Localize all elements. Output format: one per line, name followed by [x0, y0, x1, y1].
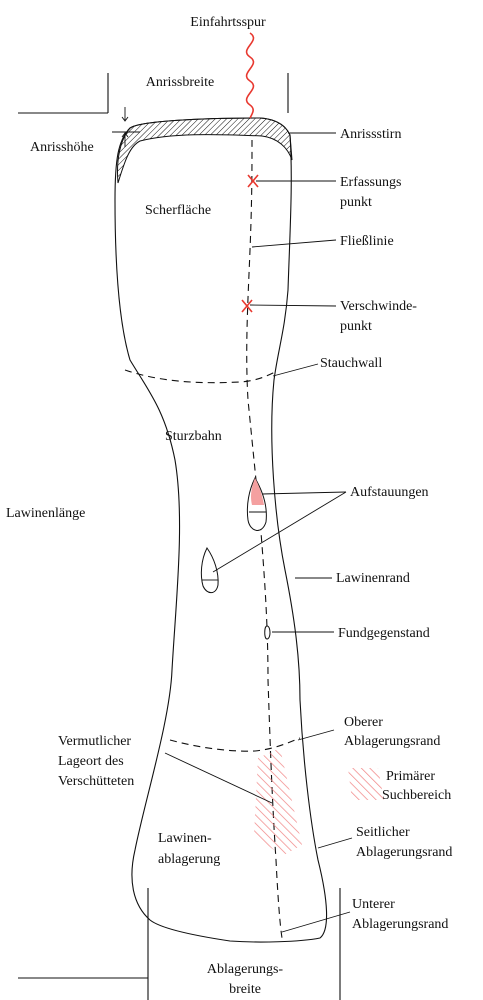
leader-oberer [298, 730, 334, 740]
label-lawinenrand: Lawinenrand [336, 571, 410, 586]
label-anrissbreite: Anrissbreite [146, 75, 214, 90]
primary-search-area [254, 748, 302, 856]
label-unterer-1: Unterer [352, 897, 395, 912]
label-lawinenablagerung-2: ablagerung [158, 852, 220, 867]
label-vermutlicher-2: Lageort des [58, 754, 124, 769]
label-seitlicher-2: Ablagerungsrand [356, 845, 452, 860]
label-fundgegenstand: Fundgegenstand [338, 626, 430, 641]
label-verschwindepunkt-1: Verschwinde- [340, 299, 417, 314]
label-fliesslinie: Fließlinie [340, 234, 394, 249]
entry-trail [247, 33, 254, 118]
leader-seitlicher [318, 838, 352, 848]
upper-deposit-line [170, 738, 300, 751]
search-area-legend-swatch [348, 768, 384, 800]
label-stauchwall: Stauchwall [320, 356, 382, 371]
label-ablagerungsbreite-1: Ablagerungs- [207, 962, 284, 977]
leader-verschwindepunkt [250, 305, 336, 306]
label-verschwindepunkt-2: punkt [340, 319, 372, 334]
label-oberer-1: Oberer [344, 715, 383, 730]
label-erfassungspunkt-1: Erfassungs [340, 175, 401, 190]
label-lawinenablagerung-1: Lawinen- [158, 831, 212, 846]
label-scherflaeche: Scherfläche [145, 203, 211, 218]
label-seitlicher-1: Seitlicher [356, 825, 410, 840]
label-lawinenlaenge: Lawinenlänge [6, 506, 85, 521]
label-sturzbahn: Sturzbahn [165, 429, 222, 444]
leader-aufstauungen-2 [213, 492, 346, 572]
crown-hatch [118, 118, 293, 183]
label-ablagerungsbreite-2: breite [229, 982, 261, 997]
vanishing-point-marker [242, 300, 252, 312]
found-object-icon [265, 626, 270, 639]
label-unterer-2: Ablagerungsrand [352, 917, 448, 932]
label-anrissstirn: Anrissstirn [340, 127, 401, 142]
label-primaerer-2: Suchbereich [382, 788, 451, 803]
label-primaerer-1: Primärer [386, 769, 435, 784]
label-oberer-2: Ablagerungsrand [344, 734, 440, 749]
label-aufstauungen: Aufstauungen [350, 485, 429, 500]
stauchwall-line [125, 370, 275, 383]
label-vermutlicher-3: Verschütteten [58, 774, 134, 789]
leader-fliesslinie [252, 240, 336, 247]
leader-stauchwall [273, 364, 318, 376]
label-vermutlicher-1: Vermutlicher [58, 734, 131, 749]
label-erfassungspunkt-2: punkt [340, 195, 372, 210]
label-einfahrtsspur: Einfahrtsspur [190, 15, 266, 30]
label-anrisshoehe: Anrisshöhe [30, 140, 94, 155]
leader-vermutlicher [165, 753, 272, 803]
